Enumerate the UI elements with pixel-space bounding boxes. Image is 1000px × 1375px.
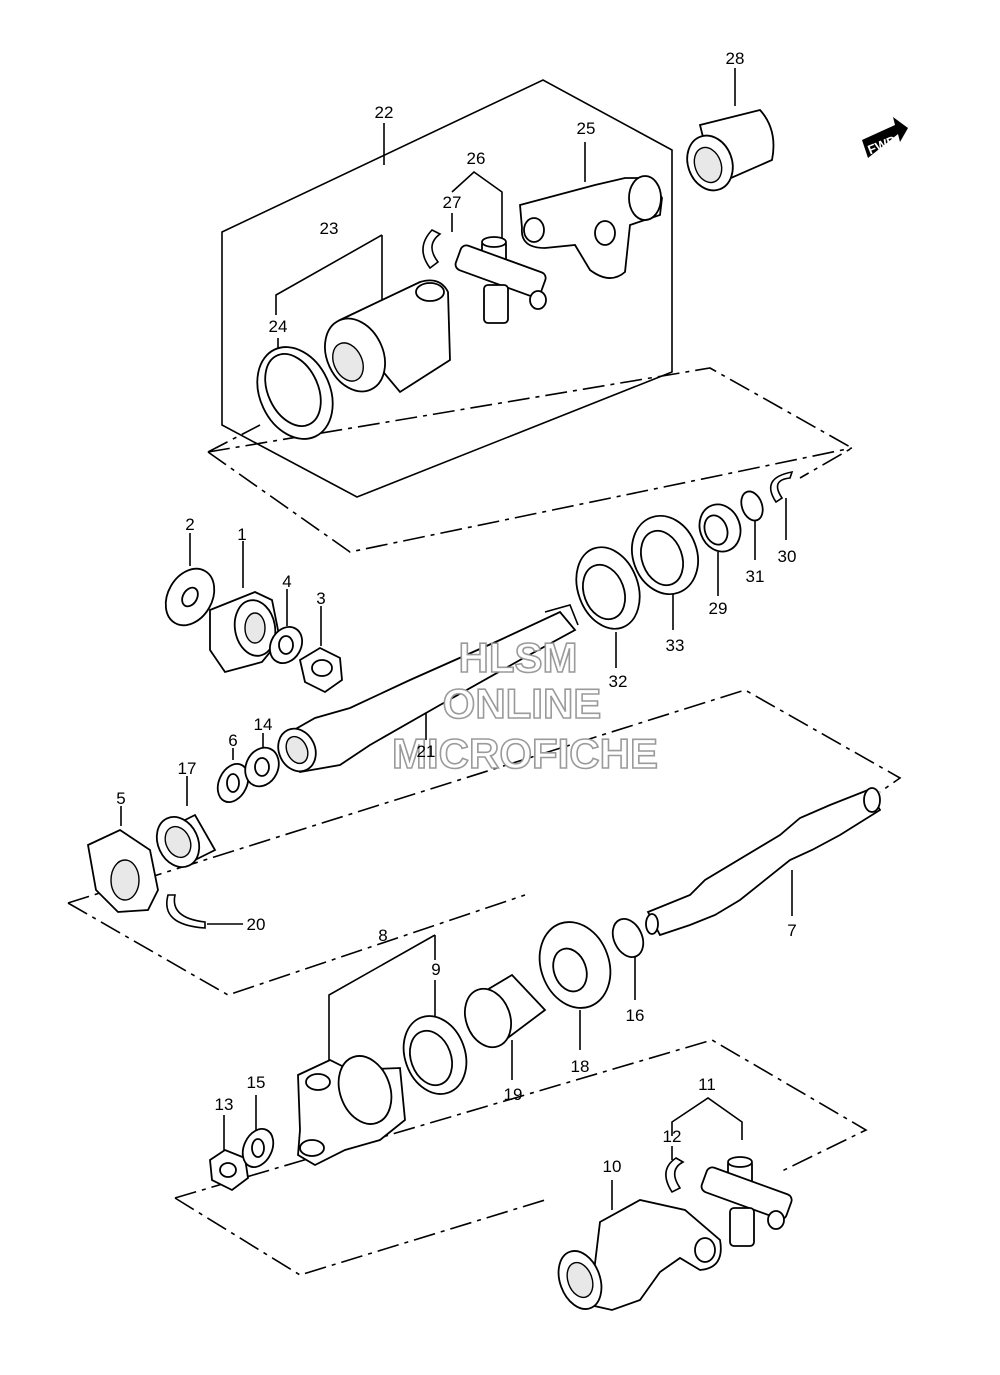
part-10-yoke [557,1199,722,1311]
kit-22-box [221,79,673,498]
callout-15: 15 [247,1073,266,1092]
callout-4: 4 [282,572,291,591]
callout-14: 14 [254,715,273,734]
callout-21: 21 [417,742,436,761]
callout-7: 7 [787,921,796,940]
part-26-universal-cross [454,236,547,324]
part-16-o-ring [611,918,645,958]
part-8-yoke [297,1055,406,1167]
callout-3: 3 [316,589,325,608]
group-outline-upper-left [207,424,261,453]
group-outline-upper [207,367,854,479]
part-25-yoke [519,175,663,279]
part-6-washer [216,763,250,803]
callout-9: 9 [431,960,440,979]
callout-28: 28 [726,49,745,68]
watermark-line-2: ONLINE [443,680,602,727]
part-1-pinion-gear [209,591,281,674]
callout-13: 13 [215,1095,234,1114]
part-3-nut [298,646,343,694]
callout-30: 30 [778,547,797,566]
callout-11: 11 [698,1075,716,1094]
group-outline-middle-bottom [67,894,526,996]
callout-33: 33 [666,636,685,655]
callout-16: 16 [626,1006,645,1025]
callout-5: 5 [116,789,125,808]
callout-12: 12 [663,1127,682,1146]
callout-22: 22 [375,103,394,122]
part-21-propeller-shaft [277,604,579,774]
part-23-yoke [324,279,451,394]
callout-26: 26 [467,149,486,168]
part-2-washer [164,567,216,627]
part-31-ring [740,490,764,522]
callout-6: 6 [228,731,237,750]
part-13-nut [209,1148,249,1192]
watermark: HLSM ONLINE MICROFICHE [391,633,659,778]
part-19-sleeve [464,973,547,1049]
callout-24: 24 [269,317,288,336]
part-7-drive-shaft [645,787,882,937]
part-9-oil-seal [402,1015,468,1095]
part-12-clip [665,1157,685,1194]
part-24-seal-ring [256,346,334,440]
part-32-bearing [575,546,641,630]
watermark-line-3: MICROFICHE [392,730,658,777]
callout-23: 23 [320,219,339,238]
part-17-needle-bearing [155,813,217,868]
group-outline-upper-bottom [207,447,853,553]
callout-17: 17 [178,759,197,778]
part-27-clip [422,229,442,270]
part-14-nut [244,746,280,788]
callout-2: 2 [185,515,194,534]
callout-27: 27 [443,193,462,212]
group-outline-lower-bottom [174,1197,546,1276]
callout-1: 1 [237,525,246,544]
part-20-clip [166,894,206,929]
callout-32: 32 [609,672,628,691]
part-4-washer [269,626,303,664]
callout-25: 25 [577,119,596,138]
part-15-washer [241,1128,275,1168]
part-30-circlip [769,470,794,504]
callout-29: 29 [709,599,728,618]
group-outline-middle [67,689,902,904]
watermark-line-1: HLSM [459,634,578,681]
callout-10: 10 [603,1157,622,1176]
part-28-boot [686,108,775,192]
part-5-bevel-gear [86,828,159,913]
part-33-oil-seal [631,514,699,596]
callout-8: 8 [378,926,387,945]
callout-31: 31 [746,567,765,586]
callout-20: 20 [247,915,266,934]
group-outline-lower [174,1039,868,1199]
part-18-bearing [538,921,612,1009]
callout-19: 19 [504,1085,523,1104]
fwd-arrow-icon: FWD [862,117,908,158]
callout-labels: 1 2 3 4 5 6 7 8 9 10 11 12 13 14 15 16 1… [116,49,796,1176]
part-29-bushing [698,503,742,553]
callout-18: 18 [571,1057,590,1076]
part-11-universal-cross [700,1156,793,1247]
